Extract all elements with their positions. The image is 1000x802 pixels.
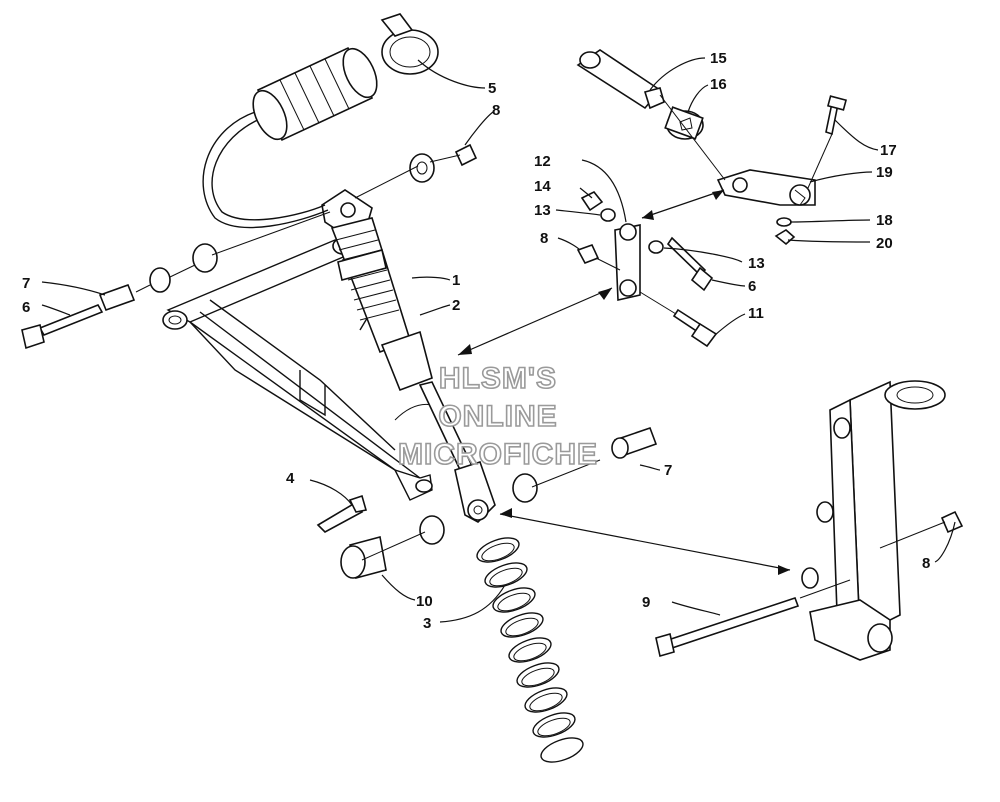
callout-10: 10 [416,593,433,610]
callout-8-link: 8 [540,230,548,247]
callout-8-spindle: 8 [922,555,930,572]
watermark-line-3: MICROFICHE [398,438,598,471]
callout-16: 16 [710,76,727,93]
callout-leaders [41,57,956,623]
reservoir [202,13,439,229]
watermark: HLSM'S ONLINE MICROFICHE [397,361,598,472]
callout-6-right: 6 [748,278,756,295]
callout-1: 1 [452,272,460,289]
callout-7-left: 7 [22,275,30,292]
watermark-line-2: ONLINE [438,400,557,433]
shock-absorber [321,189,496,523]
callout-8-top: 8 [492,102,500,119]
callout-17: 17 [880,142,897,159]
assembly-lines [135,94,946,599]
callout-20: 20 [876,235,893,252]
callout-13-right: 13 [748,255,765,272]
spindle [801,380,946,661]
coil-spring [476,537,584,763]
callout-5: 5 [488,80,496,97]
callout-3: 3 [423,615,431,632]
callout-11: 11 [748,305,764,322]
callout-12: 12 [534,153,551,170]
callout-2: 2 [452,297,460,314]
callout-15: 15 [710,50,727,67]
callout-9: 9 [642,594,650,611]
callout-19: 19 [876,164,893,181]
callout-13-top: 13 [534,202,551,219]
callout-6-left: 6 [22,299,30,316]
callout-labels: 1 2 3 4 5 6 6 7 7 8 8 8 9 10 11 12 13 13… [22,50,930,632]
watermark-line-1: HLSM'S [439,362,557,395]
callout-18: 18 [876,212,893,229]
callout-14: 14 [534,178,551,195]
steering-linkage [576,49,848,348]
callout-4: 4 [286,470,295,487]
callout-7-right: 7 [664,462,672,479]
